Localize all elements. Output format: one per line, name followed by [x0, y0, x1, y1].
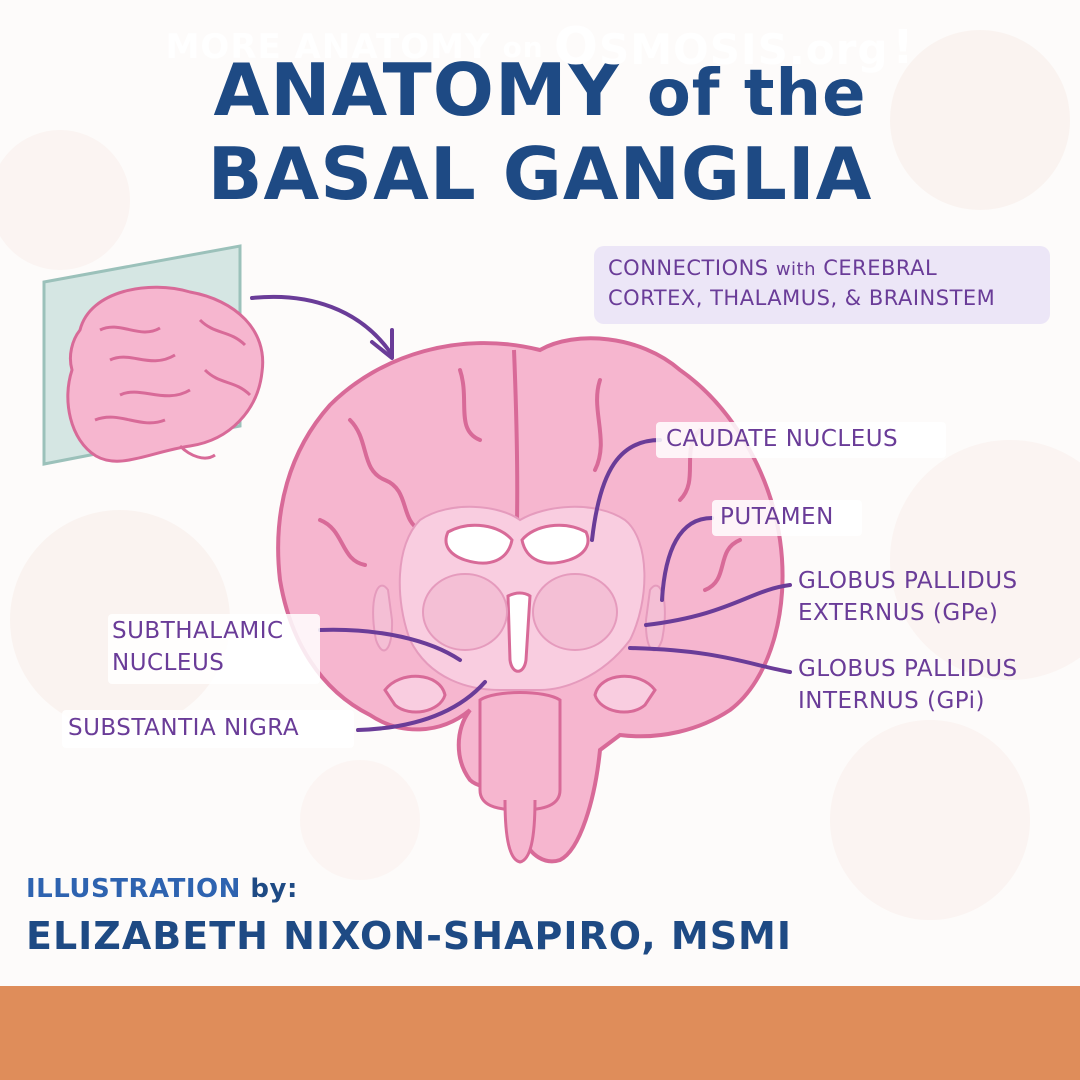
gpi-leader	[628, 646, 792, 674]
sn-label-bg	[62, 710, 354, 748]
sn-leader	[356, 680, 487, 732]
credit-author-name: ELIZABETH NIXON-SHAPIRO, MSMI	[26, 914, 793, 958]
page-title-line-2: BASAL GANGLIA	[207, 132, 873, 216]
stn-label-bg	[108, 614, 320, 684]
page-title-line-1: ANATOMY of the	[0, 48, 1080, 132]
putamen-label-bg	[712, 500, 862, 536]
label-stn-line-2: NUCLEUS	[112, 650, 225, 676]
footer-cta[interactable]: MORE ANATOMY on OSMOSIS.org !	[0, 0, 1080, 94]
credit-word-by: by:	[250, 874, 298, 904]
footer-banner[interactable]	[0, 986, 1080, 1080]
label-gpe-line-2: EXTERNUS (GPe)	[798, 600, 999, 626]
callout-word-cerebral: CEREBRAL	[823, 256, 938, 280]
label-gpi-line-1: GLOBUS PALLIDUS	[798, 656, 1018, 682]
label-putamen: PUTAMEN	[720, 504, 834, 530]
callout-word-with: with	[775, 259, 817, 280]
putamen-leader	[660, 516, 714, 602]
stn-leader	[318, 627, 462, 662]
credit-intro: ILLUSTRATION by:	[26, 874, 298, 904]
label-substantia-nigra: SUBSTANTIA NIGRA	[68, 715, 300, 741]
footer-exclamation: !	[892, 20, 915, 74]
connections-callout	[594, 246, 1050, 324]
label-stn-line-1: SUBTHALAMIC	[112, 618, 284, 644]
label-caudate-nucleus: CAUDATE NUCLEUS	[666, 426, 899, 452]
credit-word-illustration: ILLUSTRATION	[26, 874, 241, 904]
osmosis-logo-text: SMOSIS.org	[598, 25, 889, 74]
footer-text-more-anatomy: MORE ANATOMY	[165, 27, 491, 67]
arrow-icon	[250, 294, 394, 360]
callout-line-1: CONNECTIONS with CEREBRAL	[608, 256, 937, 280]
title-word-anatomy: ANATOMY	[213, 48, 621, 132]
leader-lines	[318, 438, 792, 732]
brain-3d-with-plane-icon	[42, 244, 265, 466]
osmosis-logo-o: O	[553, 17, 599, 77]
caudate-leader	[590, 438, 662, 542]
caudate-label-bg	[656, 422, 946, 458]
callout-word-connections: CONNECTIONS	[608, 256, 769, 280]
osmosis-logo[interactable]: OSMOSIS.org	[554, 17, 889, 77]
callout-line-2: CORTEX, THALAMUS, & BRAINSTEM	[608, 286, 996, 310]
title-word-of-the: of the	[646, 57, 867, 131]
footer-text-on: on	[502, 30, 544, 64]
label-gpe-line-1: GLOBUS PALLIDUS	[798, 568, 1018, 594]
coronal-brain-slice	[276, 336, 785, 864]
gpe-leader	[644, 583, 792, 627]
label-gpi-line-2: INTERNUS (GPi)	[798, 688, 986, 714]
